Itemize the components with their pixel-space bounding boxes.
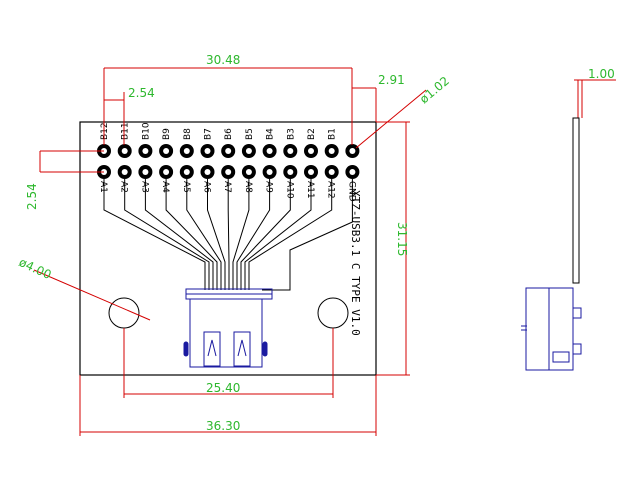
top-pin-label: B8 xyxy=(183,128,193,140)
bottom-pin-label: GND xyxy=(346,181,356,202)
top-pad-drill xyxy=(266,148,273,154)
dim-row-spacing: 2.54 xyxy=(25,183,39,210)
top-pad-drill xyxy=(225,148,232,154)
bottom-pin-label: A9 xyxy=(264,181,274,193)
top-pin-label: B1 xyxy=(328,128,338,140)
top-pin-label: B11 xyxy=(121,122,131,140)
top-pad-drill xyxy=(287,148,294,154)
bottom-pad-drill xyxy=(142,169,149,175)
top-pin-label: B6 xyxy=(224,128,234,140)
top-pad-row xyxy=(97,144,360,158)
top-pad-drill xyxy=(121,148,128,154)
trace xyxy=(227,179,230,290)
fanout-traces xyxy=(103,179,353,291)
trace xyxy=(165,179,218,290)
bottom-pin-label: A8 xyxy=(243,181,253,193)
trace xyxy=(244,179,312,290)
bottom-pin-labels: A1 A2 A3 A4 A5 A6 A7 A8 A9 A10 A11 A12 GND xyxy=(98,181,356,202)
trace xyxy=(144,179,214,290)
dim-board-width: 36.30 xyxy=(206,419,240,433)
top-pad-drill xyxy=(245,148,252,154)
side-view xyxy=(572,117,580,284)
top-pin-label: B12 xyxy=(100,122,110,140)
top-pin-label: B4 xyxy=(266,128,276,140)
bottom-pin-label: A5 xyxy=(181,181,191,193)
bottom-pin-label: A1 xyxy=(98,181,108,193)
dimension-lines xyxy=(33,67,616,436)
dim-hole-spacing: 25.40 xyxy=(206,381,240,395)
bottom-pad-drill xyxy=(287,169,294,175)
bottom-pad-drill xyxy=(308,169,314,175)
usb-c-connector xyxy=(183,288,273,368)
top-pin-label: B2 xyxy=(307,128,317,140)
trace xyxy=(124,179,210,290)
dim-top-span: 30.48 xyxy=(206,53,240,67)
bottom-pin-label: A2 xyxy=(119,181,129,193)
top-pad-drill xyxy=(349,148,356,154)
bottom-pin-label: A10 xyxy=(284,181,294,199)
bottom-pin-label: A12 xyxy=(326,181,336,199)
top-pin-label: B3 xyxy=(286,128,296,140)
dim-thickness: 1.00 xyxy=(588,67,615,81)
top-pad-drill xyxy=(204,148,211,154)
top-pin-label: B10 xyxy=(141,122,151,140)
trace xyxy=(186,179,222,290)
top-pin-label: B7 xyxy=(204,128,214,140)
top-pad-drill xyxy=(328,148,335,154)
bottom-pad-drill xyxy=(328,169,335,175)
dim-pitch: 2.54 xyxy=(128,86,155,100)
bottom-pin-label: A11 xyxy=(305,181,315,199)
bottom-pad-drill xyxy=(349,169,356,175)
gnd-trace xyxy=(262,179,353,291)
trace xyxy=(240,179,291,290)
dim-pad-diameter: ø1.02 xyxy=(417,74,452,107)
bottom-pin-label: A7 xyxy=(222,181,232,193)
bottom-pad-drill xyxy=(163,169,170,175)
bottom-pad-drill xyxy=(245,169,252,175)
bottom-pad-drill xyxy=(266,169,273,175)
dim-board-height: 31.15 xyxy=(395,222,409,256)
trace xyxy=(236,179,271,290)
bottom-pad-row xyxy=(97,165,360,179)
top-pad-drill xyxy=(163,148,170,154)
top-pad-drill xyxy=(142,148,149,154)
bottom-pad-drill xyxy=(121,169,128,175)
bottom-pad-drill xyxy=(225,169,232,175)
trace xyxy=(103,179,206,290)
trace xyxy=(207,179,226,290)
bottom-pin-label: A3 xyxy=(139,181,149,193)
top-pad-drill xyxy=(183,148,190,154)
mounting-hole-right xyxy=(317,297,349,329)
top-pin-labels: B12 B11 B10 B9 B8 B7 B6 B5 B4 B3 B2 B1 xyxy=(100,122,338,140)
top-pin-label: B5 xyxy=(245,128,255,140)
bottom-pad-drill xyxy=(204,169,211,175)
top-pad-drill xyxy=(308,148,314,154)
trace xyxy=(232,179,250,290)
side-connector xyxy=(521,287,582,371)
dim-edge-offset: 2.91 xyxy=(378,73,405,87)
top-pin-label: B9 xyxy=(162,128,172,140)
dim-hole-diameter: ø4.00 xyxy=(17,255,54,282)
bottom-pin-label: A4 xyxy=(160,181,170,193)
bottom-pin-label: A6 xyxy=(202,181,212,193)
board-label: XTZ-USB3.1 C TYPE V1.0 xyxy=(349,190,362,336)
board-outline xyxy=(79,121,377,376)
bottom-pad-drill xyxy=(183,169,190,175)
trace xyxy=(248,179,333,290)
